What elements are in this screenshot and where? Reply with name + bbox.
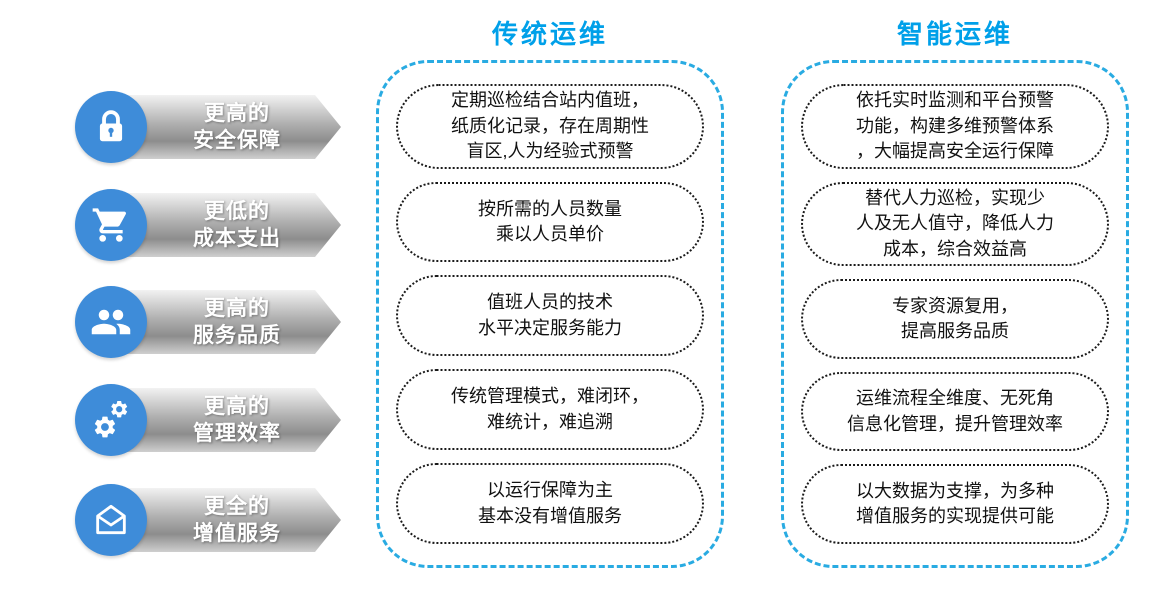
bubble: 定期巡检结合站内值班， 纸质化记录，存在周期性 盲区,人为经验式预警 [396, 84, 704, 169]
bubble-line: 按所需的人员数量 [478, 198, 622, 219]
category-arrow [109, 95, 341, 159]
category-security: 更高的 安全保障 [75, 91, 341, 163]
bubble: 传统管理模式，难闭环， 难统计，难追溯 [396, 369, 704, 451]
category-label-line: 增值服务 [193, 522, 281, 545]
bubble: 值班人员的技术 水平决定服务能力 [396, 275, 704, 357]
bubble-line: 增值服务的实现提供可能 [856, 506, 1054, 527]
icon-circle [75, 91, 147, 163]
icon-circle [75, 484, 147, 556]
cart-icon [91, 205, 131, 245]
category-value-added: 更全的 增值服务 [75, 484, 341, 556]
icon-circle [75, 384, 147, 456]
category-label-line: 成本支出 [193, 227, 281, 250]
bubble-line: 以大数据为支撑，为多种 [856, 480, 1054, 501]
lock-icon [92, 108, 130, 146]
category-label-line: 更低的 [204, 199, 270, 223]
category-arrow [109, 488, 341, 552]
bubble-line: 水平决定服务能力 [478, 317, 622, 338]
category-label-line: 更高的 [204, 101, 270, 125]
bubble-line: 基本没有增值服务 [478, 505, 622, 526]
bubble-line: 传统管理模式，难闭环， [451, 386, 649, 407]
column-title-smart: 智能运维 [896, 19, 1013, 49]
bubble-line: 专家资源复用， [892, 295, 1018, 316]
bubble: 专家资源复用， 提高服务品质 [801, 279, 1109, 359]
icon-circle [75, 286, 147, 358]
category-label-line: 服务品质 [193, 324, 281, 347]
bubble: 依托实时监测和平台预警 功能，构建多维预警体系 ，大幅提高安全运行保障 [801, 84, 1109, 169]
bubble: 替代人力巡检，实现少 人及无人值守，降低人力 成本，综合效益高 [801, 181, 1109, 267]
bubble-line: 提高服务品质 [901, 321, 1009, 342]
category-label-line: 更高的 [204, 394, 270, 418]
category-cost: 更低的 成本支出 [75, 189, 341, 261]
bubble-line: 乘以人员单价 [496, 224, 604, 245]
bubble-line: 以运行保障为主 [487, 480, 613, 501]
bubble-line: 值班人员的技术 [487, 292, 613, 313]
category-management: 更高的 管理效率 [75, 384, 341, 456]
bubble-line: 信息化管理，提升管理效率 [847, 413, 1063, 434]
bubble-line: 纸质化记录，存在周期性 [451, 115, 649, 136]
bubble-line: 难统计，难追溯 [487, 411, 613, 432]
smart-column: 依托实时监测和平台预警 功能，构建多维预警体系 ，大幅提高安全运行保障 替代人力… [781, 60, 1129, 568]
bubble-line: 依托实时监测和平台预警 [856, 90, 1054, 110]
envelope-icon [91, 500, 131, 540]
traditional-column: 定期巡检结合站内值班， 纸质化记录，存在周期性 盲区,人为经验式预警 按所需的人… [376, 60, 724, 568]
bubble: 按所需的人员数量 乘以人员单价 [396, 181, 704, 263]
bubble: 运维流程全维度、无死角 信息化管理，提升管理效率 [801, 371, 1109, 452]
bubble-line: 定期巡检结合站内值班， [451, 90, 649, 110]
bubble-line: 成本，综合效益高 [883, 238, 1027, 259]
category-arrow [109, 290, 341, 354]
category-service: 更高的 服务品质 [75, 286, 341, 358]
bubble-line: 人及无人值守，降低人力 [856, 213, 1054, 234]
category-label-line: 安全保障 [193, 129, 281, 152]
category-arrow [109, 193, 341, 257]
bubble-line: 替代人力巡检，实现少 [865, 187, 1045, 208]
bubble-line: 盲区,人为经验式预警 [466, 141, 634, 162]
users-icon [90, 301, 132, 343]
gears-icon [89, 398, 133, 442]
icon-circle [75, 189, 147, 261]
bubble-line: ，大幅提高安全运行保障 [856, 141, 1054, 162]
category-arrow [109, 388, 341, 452]
bubble: 以运行保障为主 基本没有增值服务 [396, 463, 704, 545]
bubble-line: 功能，构建多维预警体系 [856, 115, 1054, 136]
category-label-line: 管理效率 [193, 422, 281, 445]
category-label-line: 更全的 [204, 494, 270, 518]
bubble: 以大数据为支撑，为多种 增值服务的实现提供可能 [801, 464, 1109, 545]
category-label-line: 更高的 [204, 296, 270, 320]
bubble-line: 运维流程全维度、无死角 [856, 388, 1054, 409]
column-title-traditional: 传统运维 [491, 19, 608, 49]
